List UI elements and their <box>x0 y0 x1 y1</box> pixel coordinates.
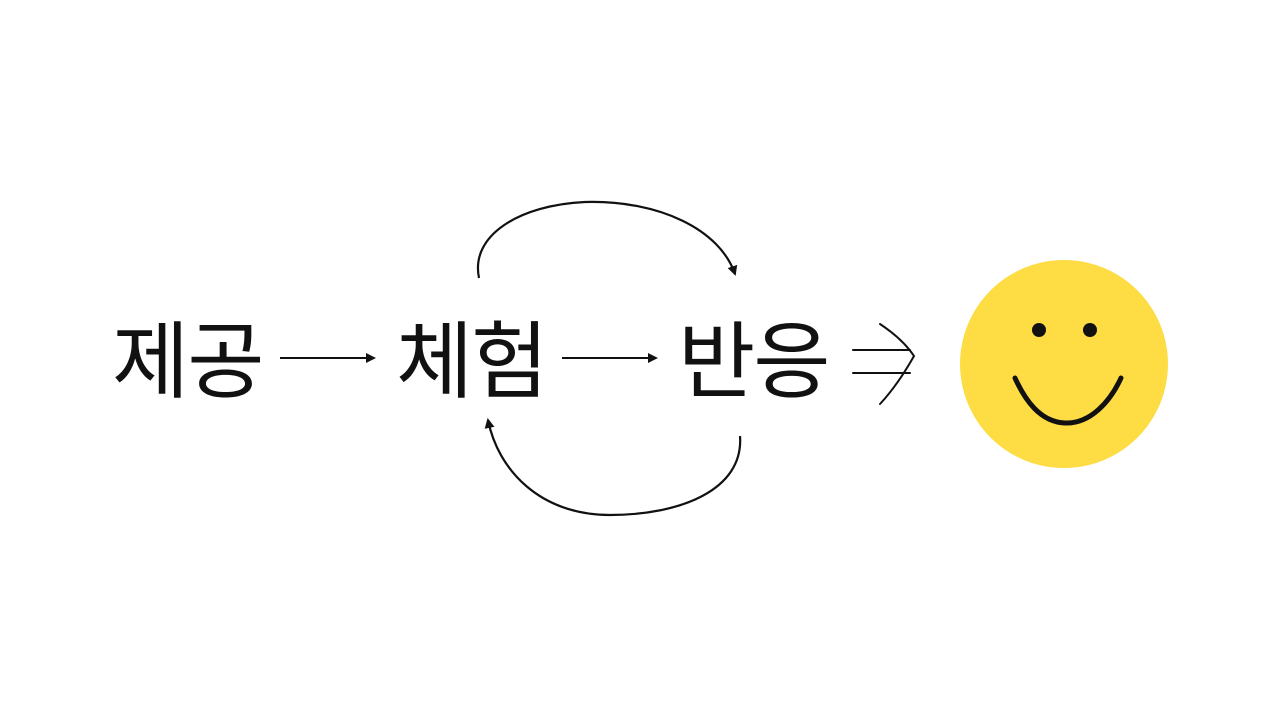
node-experience-label: 체험 <box>396 313 549 411</box>
node-provide-label: 제공 <box>112 313 265 411</box>
double-arrow-to-smiley <box>852 323 916 405</box>
curved-arrow-top <box>476 200 738 279</box>
node-reaction-label: 반응 <box>678 313 831 411</box>
smiley-face-circle <box>960 260 1168 468</box>
smiley-mouth <box>1012 375 1124 426</box>
smiley-right-eye <box>1083 323 1097 337</box>
smiley-face-icon <box>960 260 1168 468</box>
curved-arrow-bottom <box>484 418 742 517</box>
smiley-left-eye <box>1032 323 1046 337</box>
